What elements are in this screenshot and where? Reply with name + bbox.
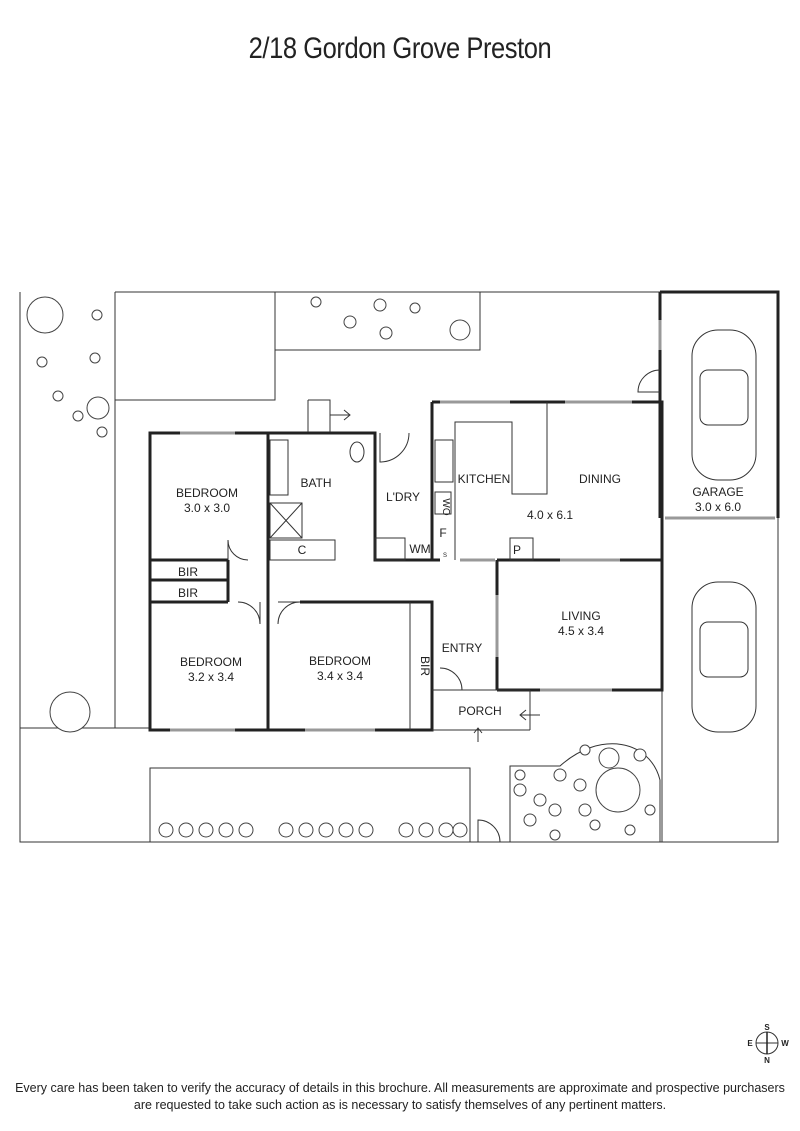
room-name-garage: GARAGE (692, 485, 743, 499)
room-name-entry: ENTRY (442, 641, 482, 655)
room-name-bedroom: BEDROOM (180, 655, 242, 669)
fixture-wall-oven: WO (440, 498, 451, 515)
disclaimer: Every care has been taken to verify the … (0, 1080, 800, 1114)
fixture-fridge: F (439, 526, 446, 540)
house-walls (148, 399, 664, 732)
disclaimer-line: Every care has been taken to verify the … (15, 1081, 785, 1095)
room-name-bath: BATH (300, 476, 331, 490)
room-size-bedroom: 3.4 x 3.4 (317, 669, 363, 683)
room-name-porch: PORCH (458, 704, 501, 718)
room-size-bedroom: 3.2 x 3.4 (188, 670, 234, 684)
compass-w: W (781, 1039, 789, 1048)
property-title: 2/18 Gordon Grove Preston (248, 32, 552, 65)
room-name-bedroom: BEDROOM (176, 486, 238, 500)
compass-e: E (747, 1039, 753, 1048)
room-name-bedroom: BEDROOM (309, 654, 371, 668)
fixture-cupboard: C (298, 543, 307, 557)
site-boundary (19, 291, 779, 843)
car-icon (691, 329, 757, 481)
fixture-washing-machine: WM (409, 542, 430, 556)
car-icon (691, 581, 757, 733)
fixture-s: S (443, 553, 447, 559)
disclaimer-line: are requested to take such action as is … (133, 1098, 667, 1112)
room-size-bedroom: 3.0 x 3.0 (184, 501, 230, 515)
compass-s: S (764, 1023, 770, 1032)
room-size-kitchen-dining: 4.0 x 6.1 (527, 508, 573, 522)
garage (637, 290, 780, 733)
room-name-bir: BIR (418, 656, 432, 676)
room-name-bir: BIR (178, 586, 198, 600)
room-name-laundry: L'DRY (386, 490, 420, 504)
garden-plants (26, 296, 656, 841)
room-name-dining: DINING (579, 472, 621, 486)
room-size-living: 4.5 x 3.4 (558, 624, 604, 638)
room-size-garage: 3.0 x 6.0 (695, 500, 741, 514)
compass-icon: S N E W (747, 1023, 789, 1065)
fixture-pantry: P (513, 543, 521, 557)
room-name-kitchen: KITCHEN (458, 472, 511, 486)
room-name-living: LIVING (561, 609, 600, 623)
room-name-bir: BIR (178, 565, 198, 579)
compass-n: N (764, 1056, 770, 1065)
